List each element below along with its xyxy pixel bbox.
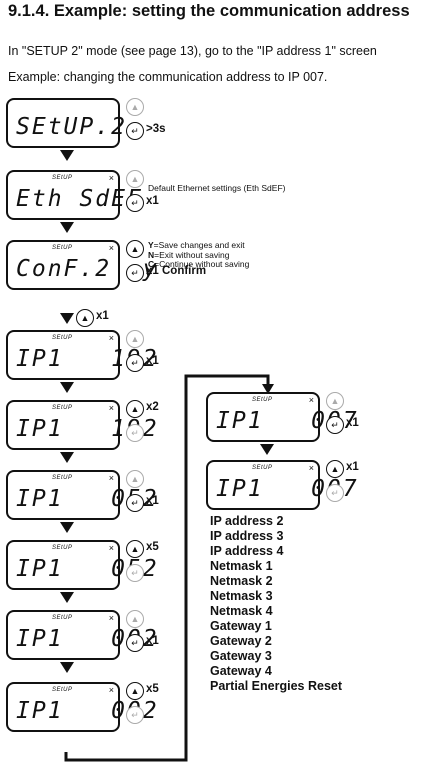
up-arrow-button-icon[interactable]: ▲: [326, 392, 344, 410]
list-item: IP address 4: [210, 544, 284, 558]
section-title: 9.1.4. Example: setting the communicatio…: [8, 2, 410, 20]
setup-tag: SEtUP: [52, 615, 73, 621]
down-arrow-icon: [60, 313, 74, 324]
intro-text: In "SETUP 2" mode (see page 13), go to t…: [8, 44, 377, 58]
list-item: Netmask 2: [210, 574, 273, 588]
lcd-value: SEtUP.2: [16, 114, 127, 140]
list-item: Netmask 1: [210, 559, 273, 573]
press-count-label: x1: [146, 355, 159, 367]
confirm-options: Y=Save changes and exit N=Exit without s…: [148, 240, 250, 269]
down-arrow-icon: [60, 222, 74, 233]
up-arrow-button-icon[interactable]: ▲: [126, 540, 144, 558]
up-arrow-button-icon[interactable]: ▲: [126, 682, 144, 700]
lcd-display-8: SEtUP×IP1 002: [6, 682, 157, 732]
enter-button-icon[interactable]: ↵: [326, 416, 344, 434]
down-arrow-icon: [60, 150, 74, 161]
lcd-display-6: SEtUP × IP1 052: [6, 540, 157, 590]
lcd-value: Eth SdEF: [16, 186, 143, 212]
down-arrow-icon: [60, 662, 74, 673]
setup-tag: SEtUP: [52, 405, 73, 411]
close-icon: ×: [108, 685, 114, 695]
down-arrow-icon: [260, 444, 274, 455]
down-arrow-icon: [60, 382, 74, 393]
enter-button-icon[interactable]: ↵: [126, 354, 144, 372]
lcd-display-4: SEtUP×IP1 192: [6, 400, 157, 450]
list-item: Gateway 2: [210, 634, 272, 648]
lcd-display-7: SEtUP×IP1 002: [6, 610, 157, 660]
next-screens-list: IP address 2 IP address 3 IP address 4 N…: [210, 514, 342, 694]
enter-button-icon[interactable]: ↵: [126, 194, 144, 212]
lcd-display-0: SEtUP.2: [6, 98, 125, 148]
lcd-display-5: SEtUP×IP1 052: [6, 470, 157, 520]
setup-tag: SEtUP: [52, 475, 73, 481]
setup-tag: SEtUP: [52, 335, 73, 341]
setup-tag: SEtUP: [52, 245, 73, 251]
down-arrow-icon: [60, 592, 74, 603]
close-icon: ×: [308, 463, 314, 473]
close-icon: ×: [108, 333, 114, 343]
example-text: Example: changing the communication addr…: [8, 70, 328, 84]
press-count-label: x2: [146, 401, 159, 413]
enter-button-icon[interactable]: ↵: [326, 484, 344, 502]
eth-sdef-note: Default Ethernet settings (Eth SdEF): [148, 183, 286, 193]
list-item: Gateway 1: [210, 619, 272, 633]
up-arrow-button-icon[interactable]: ▲: [126, 170, 144, 188]
lcd-display-9: SEtUP×IP1 007: [206, 392, 357, 442]
list-item: IP address 2: [210, 514, 284, 528]
setup-tag: SEtUP: [252, 465, 273, 471]
close-icon: ×: [108, 613, 114, 623]
list-item: IP address 3: [210, 529, 284, 543]
lcd-value: ConF.2 y: [16, 256, 159, 282]
close-icon: ×: [308, 395, 314, 405]
up-arrow-button-icon[interactable]: ▲: [126, 610, 144, 628]
after-confirm-label: x1: [96, 310, 109, 322]
press-count-label: x1: [146, 635, 159, 647]
list-item: Gateway 4: [210, 664, 272, 678]
enter-button-icon[interactable]: ↵: [126, 122, 144, 140]
enter-button-icon[interactable]: ↵: [126, 706, 144, 724]
enter-button-icon[interactable]: ↵: [126, 424, 144, 442]
lcd-value: IP1 052: [16, 556, 159, 582]
lcd-display-1: SEtUP × Eth SdEF: [6, 170, 141, 220]
close-icon: ×: [108, 473, 114, 483]
up-arrow-button-icon[interactable]: ▲: [126, 400, 144, 418]
up-arrow-button-icon[interactable]: ▲: [126, 240, 144, 258]
setup-tag: SEtUP: [252, 397, 273, 403]
press-count-label: x1: [346, 417, 359, 429]
up-arrow-button-icon[interactable]: ▲: [126, 470, 144, 488]
enter-button-icon[interactable]: ↵: [126, 634, 144, 652]
press-count-label: x5: [146, 683, 159, 695]
list-item: Netmask 3: [210, 589, 273, 603]
close-icon: ×: [108, 243, 114, 253]
press-count-label: x1 Confirm: [146, 265, 207, 277]
close-icon: ×: [108, 403, 114, 413]
press-count-label: x1: [146, 495, 159, 507]
press-count-label: x1: [146, 195, 159, 207]
down-arrow-icon: [60, 452, 74, 463]
list-item: Netmask 4: [210, 604, 273, 618]
setup-tag: SEtUP: [52, 175, 73, 181]
up-arrow-button-icon[interactable]: ▲: [76, 309, 94, 327]
lcd-display-10: SEtUP×IP1 007: [206, 460, 357, 510]
close-icon: ×: [108, 543, 114, 553]
lcd-display-2: SEtUP × ConF.2 y: [6, 240, 157, 290]
setup-tag: SEtUP: [52, 545, 73, 551]
enter-button-icon[interactable]: ↵: [126, 564, 144, 582]
close-icon: ×: [108, 173, 114, 183]
enter-button-icon[interactable]: ↵: [126, 264, 144, 282]
setup-tag: SEtUP: [52, 687, 73, 693]
press-count-label: >3s: [146, 123, 166, 135]
up-arrow-button-icon[interactable]: ▲: [126, 330, 144, 348]
up-arrow-button-icon[interactable]: ▲: [126, 98, 144, 116]
up-arrow-button-icon[interactable]: ▲: [326, 460, 344, 478]
press-count-label: x5: [146, 541, 159, 553]
enter-button-icon[interactable]: ↵: [126, 494, 144, 512]
lcd-display-3: SEtUP×IP1 192: [6, 330, 157, 380]
down-arrow-icon: [60, 522, 74, 533]
press-count-label: x1: [346, 461, 359, 473]
list-item: Gateway 3: [210, 649, 272, 663]
list-item: Partial Energies Reset: [210, 679, 343, 693]
